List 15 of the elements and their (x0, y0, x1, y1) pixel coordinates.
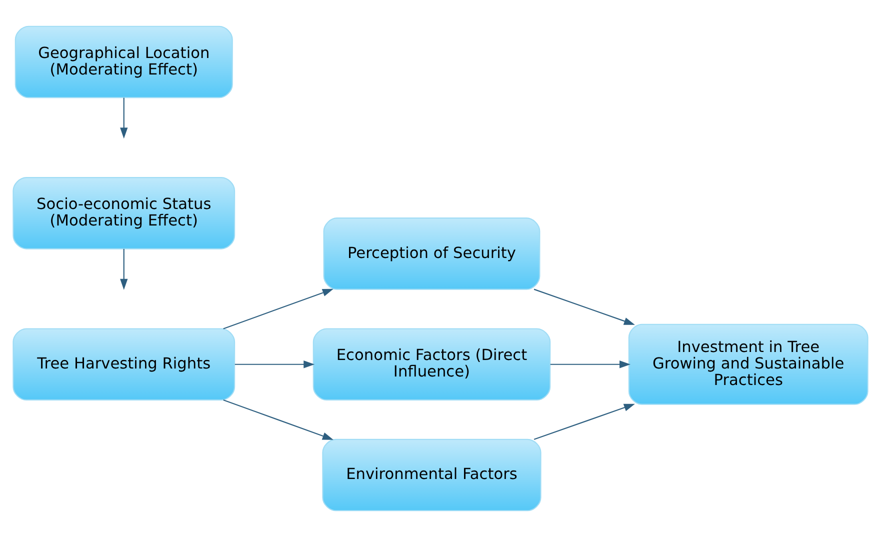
node-box: Environmental Factors (322, 438, 542, 511)
arrow (120, 97, 128, 138)
arrow (120, 248, 128, 290)
node-box: Tree Harvesting Rights (12, 328, 236, 400)
arrow (223, 398, 334, 440)
node-box: Socio-economic Status (Moderating Effect) (12, 176, 236, 249)
arrow (534, 403, 635, 440)
arrow (223, 288, 334, 329)
arrow (234, 360, 315, 368)
node-box: Economic Factors (Direct Influence) (312, 328, 551, 400)
node-box: Geographical Location (Moderating Effect) (14, 25, 233, 98)
node-box: Investment in Tree Growing and Sustainable Practices (628, 323, 868, 404)
node-box: Perception of Security (323, 217, 540, 290)
arrow (550, 360, 630, 368)
arrow (534, 288, 635, 324)
